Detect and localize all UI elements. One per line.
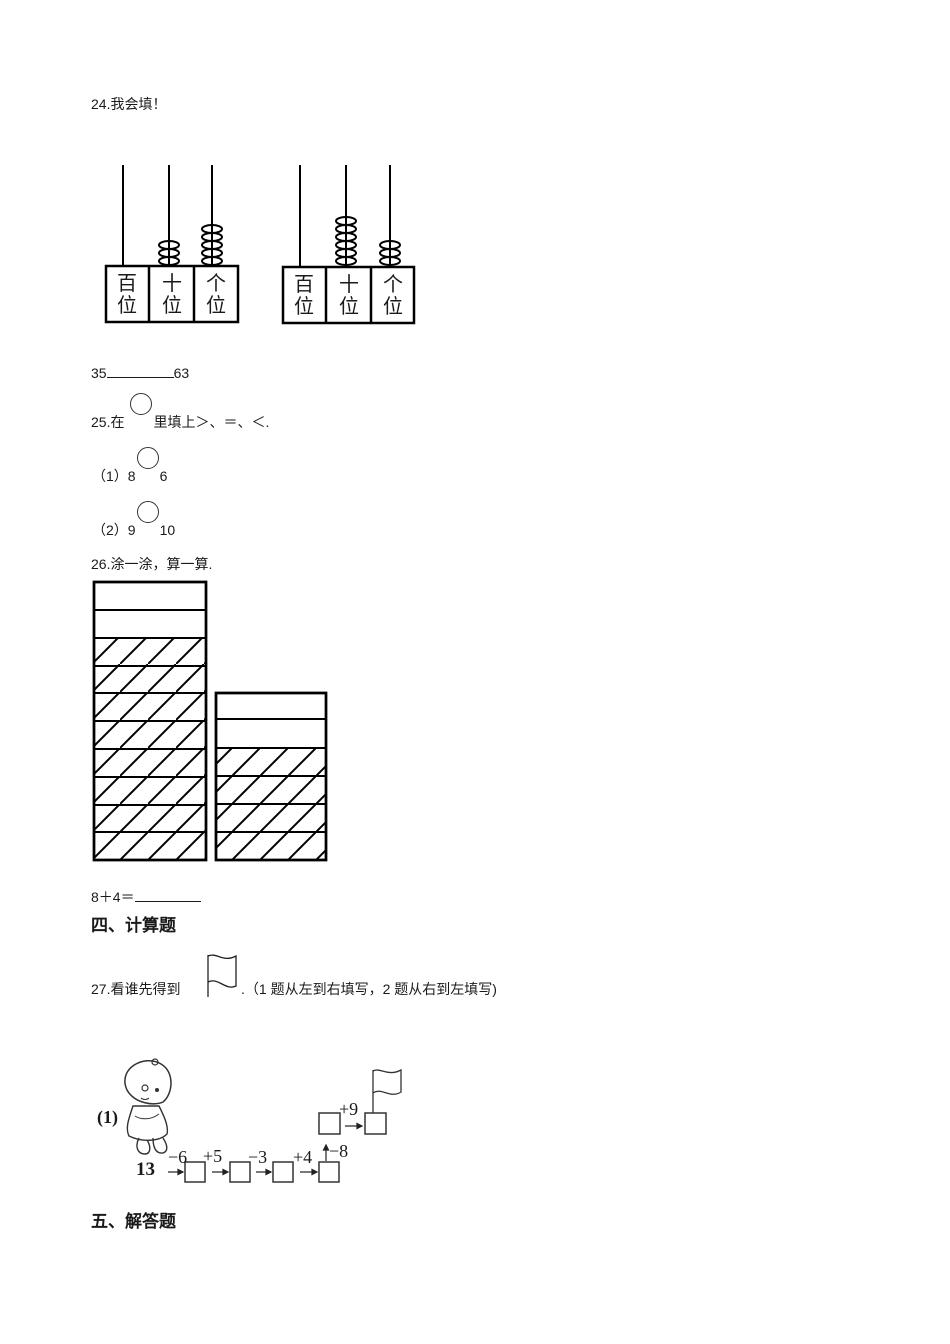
section-5-heading: 五、解答题 — [91, 1212, 176, 1232]
section-4-heading: 四、计算题 — [91, 916, 176, 936]
q25-item-1-right: 6 — [159, 468, 168, 484]
compare-right: 63 — [173, 365, 190, 381]
answer-box-1 — [184, 1161, 206, 1183]
answer-box-5 — [318, 1112, 341, 1135]
flag-icon — [207, 954, 237, 997]
calculation-chain — [168, 1068, 402, 1183]
compare-circle-1[interactable] — [136, 447, 159, 469]
step-6: +9 — [339, 1099, 359, 1119]
left-column — [92, 580, 208, 862]
q27-instructions: .（1 题从左到右填写，2 题从右到左填写) — [241, 981, 497, 997]
step-5: −8 — [329, 1141, 349, 1161]
q27-part-label: (1) — [97, 1107, 118, 1127]
question-25-title: 25.在 里填上＞、＝、＜. — [91, 393, 270, 431]
circle-icon — [130, 393, 153, 415]
q25-prefix: 25.在 — [91, 414, 125, 430]
ones-label: 个位 — [206, 271, 226, 317]
hundreds-label: 百位 — [117, 271, 137, 317]
q25-item-1-left: （1）8 — [92, 468, 136, 484]
q25-item-2-left: （2）9 — [92, 522, 136, 538]
start-number: 13 — [136, 1159, 155, 1180]
girl-illustration-icon — [124, 1058, 172, 1155]
abacus-1-drawing — [104, 165, 240, 324]
compare-left: 35 — [91, 365, 107, 381]
question-27-title: 27.看谁先得到 — [91, 980, 180, 998]
hundreds-label: 百位 — [294, 272, 314, 318]
q26-equation-line: 8＋4＝ — [91, 888, 201, 906]
abacus-2-drawing — [281, 165, 416, 325]
abacus-2: 百位 十位 个位 — [281, 162, 421, 326]
right-column — [214, 691, 328, 862]
compare-circle-2[interactable] — [136, 501, 159, 523]
hatched-columns-figure — [92, 580, 328, 862]
answer-box-4 — [318, 1161, 340, 1183]
step-4: +4 — [293, 1147, 313, 1167]
ones-label: 个位 — [383, 272, 403, 318]
q25-item-2-right: 10 — [159, 522, 176, 538]
step-1: −6 — [168, 1147, 188, 1167]
q26-equation: 8＋4＝ — [91, 889, 135, 905]
q27-prefix: 27.看谁先得到 — [91, 981, 181, 997]
step-2: +5 — [203, 1146, 223, 1166]
answer-box-6 — [364, 1112, 387, 1135]
answer-blank[interactable] — [134, 888, 201, 902]
q25-item-1: （1）8 6 — [92, 447, 168, 485]
compare-line: 35 63 — [91, 364, 189, 382]
q25-suffix: 里填上＞、＝、＜. — [153, 414, 270, 430]
answer-box-3 — [272, 1161, 294, 1183]
q25-item-2: （2）9 10 — [92, 501, 176, 539]
abacus-1: 百位 十位 个位 — [104, 162, 244, 326]
goal-flag-icon — [372, 1068, 402, 1113]
question-24-title: 24.我会填！ — [91, 96, 167, 112]
question-26-title: 26.涂一涂，算一算. — [91, 556, 213, 572]
tens-label: 十位 — [339, 272, 359, 318]
answer-box-2 — [229, 1161, 251, 1183]
tens-label: 十位 — [162, 271, 182, 317]
step-3: −3 — [248, 1147, 268, 1167]
answer-blank[interactable] — [106, 364, 174, 378]
q27-diagram: (1) 13 −6 +5 −3 +4 −8 +9 — [90, 1055, 420, 1195]
